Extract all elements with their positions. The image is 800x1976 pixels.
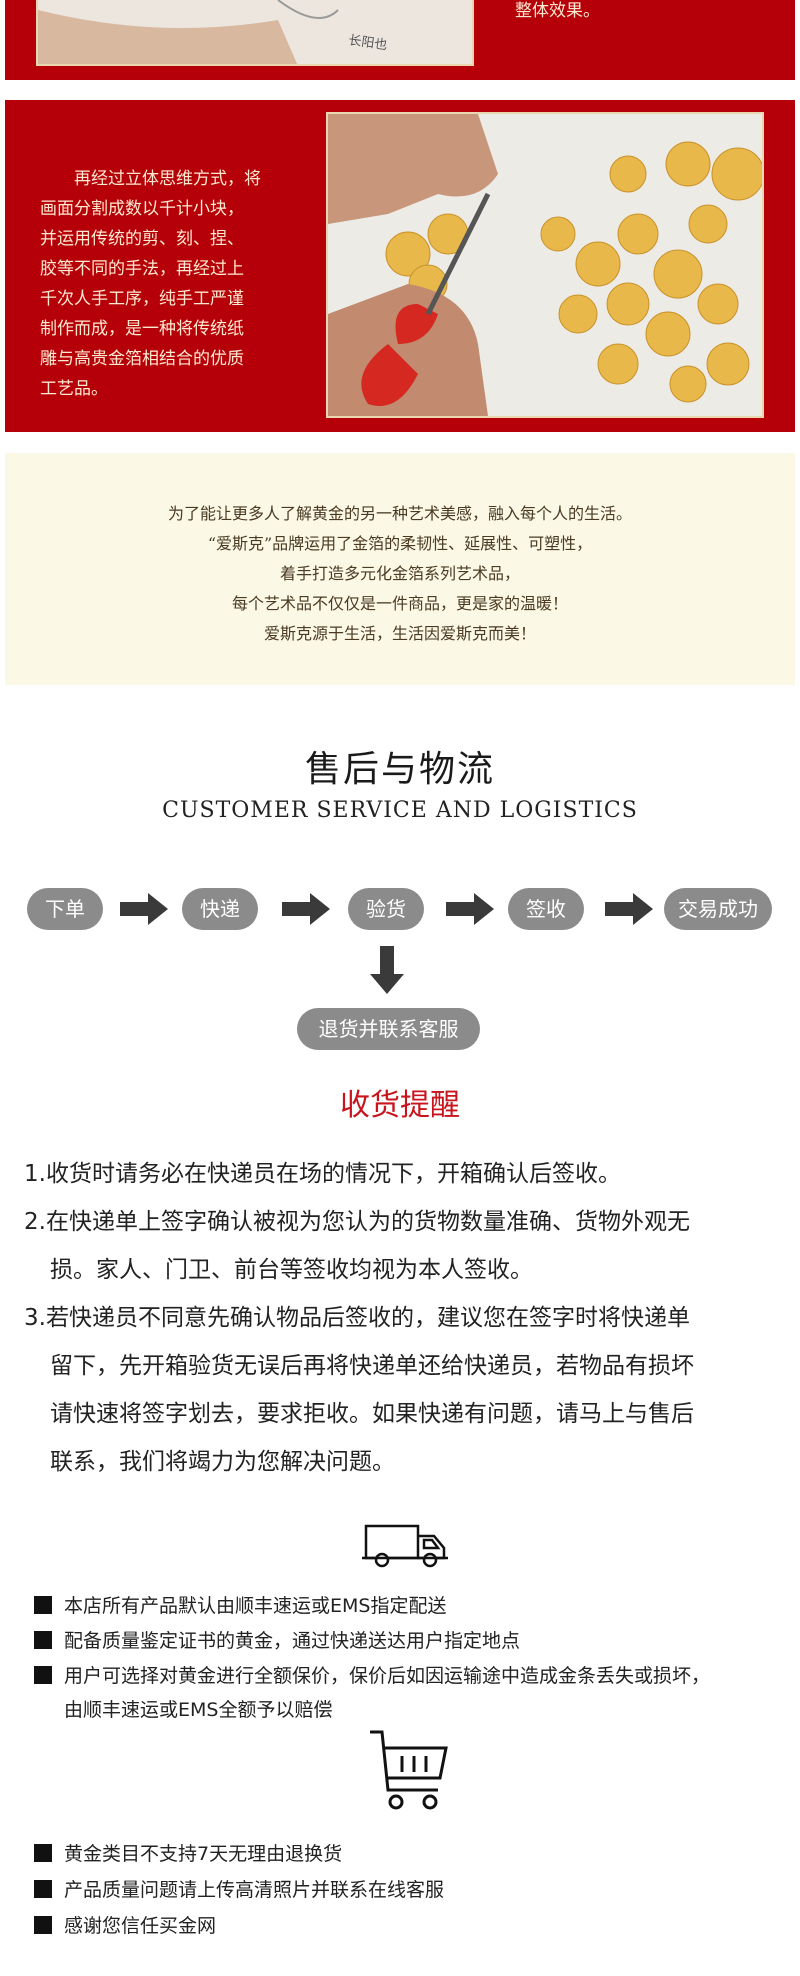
shopping-cart-icon [366,1728,450,1818]
craft-line: 胶等不同的手法，再经过上 [40,259,244,279]
notice-line: 每个艺术品不仅仅是一件商品，更是家的温暖！ [231,594,568,613]
arrow-right-icon [605,893,653,929]
reminder-rules: 1.收货时请务必在快递员在场的情况下，开箱确认后签收。 2.在快递单上签字确认被… [24,1150,784,1486]
shipping-text-cont: 由顺丰速运或EMS全额予以赔偿 [64,1699,333,1721]
square-bullet-icon [34,1631,52,1649]
shipping-text: 配备质量鉴定证书的黄金，通过快递送达用户指定地点 [64,1630,521,1652]
returns-item: 感谢您信任买金网 [34,1909,794,1943]
square-bullet-icon [34,1596,52,1614]
returns-text: 感谢您信任买金网 [64,1915,217,1937]
brand-notice-box [5,453,795,685]
flow-step-order: 下单 [27,888,103,930]
shipping-item: 本店所有产品默认由顺丰速运或EMS指定配送 [34,1589,794,1623]
shipping-text: 本店所有产品默认由顺丰速运或EMS指定配送 [64,1595,447,1617]
returns-item: 黄金类目不支持7天无理由退换货 [34,1837,794,1871]
returns-item: 产品质量问题请上传高清照片并联系在线客服 [34,1873,794,1907]
returns-text: 黄金类目不支持7天无理由退换货 [64,1843,343,1865]
flow-step-inspect: 验货 [348,888,424,930]
craft-description: 再经过立体思维方式，将 画面分割成数以千计小块， 并运用传统的剪、刻、捏、 胶等… [40,164,300,404]
top-panel-text: 整体效果。 [515,1,600,21]
flow-step-success: 交易成功 [664,888,772,930]
brand-notice-text: 为了能让更多人了解黄金的另一种艺术美感，融入每个人的生活。 “爱斯克”品牌运用了… [5,499,795,649]
notice-line: 着手打造多元化金箔系列艺术品， [279,564,520,583]
flow-step-sign: 签收 [508,888,584,930]
section-title: 售后与物流 [304,749,495,790]
rule-line: 3.若快递员不同意先确认物品后签收的，建议您在签字时将快递单 [24,1305,690,1331]
craft-line: 制作而成，是一种将传统纸 [40,319,244,339]
arrow-right-icon [282,893,330,929]
rule-line: 损。家人、门卫、前台等签收均视为本人签收。 [50,1257,533,1283]
shipping-text: 用户可选择对黄金进行全额保价，保价后如因运输途中造成金条丢失或损坏， [64,1665,711,1687]
rule-line: 留下，先开箱验货无误后再将快递单还给快递员，若物品有损坏 [50,1353,694,1379]
top-artwork-photo: 长阳也 [36,0,474,66]
craft-line: 千次人手工序，纯手工严谨 [40,289,244,309]
rule-line: 请快速将签字划去，要求拒收。如果快递有问题，请马上与售后 [50,1401,694,1427]
gold-leaf-image [328,114,762,416]
shipping-item: 用户可选择对黄金进行全额保价，保价后如因运输途中造成金条丢失或损坏， 由顺丰速运… [34,1659,794,1727]
section-subtitle: CUSTOMER SERVICE AND LOGISTICS [162,798,638,823]
truck-icon [362,1518,448,1572]
craft-line: 并运用传统的剪、刻、捏、 [40,229,244,249]
hand-sketch-image: 长阳也 [38,0,472,64]
reminder-title: 收货提醒 [340,1088,460,1123]
flow-step-express: 快递 [182,888,258,930]
square-bullet-icon [34,1916,52,1934]
notice-line: 为了能让更多人了解黄金的另一种艺术美感，融入每个人的生活。 [167,504,632,523]
craft-line: 工艺品。 [40,379,108,399]
craft-line: 再经过立体思维方式，将 [74,169,261,189]
flow-step-return: 退货并联系客服 [297,1008,480,1050]
rule-line: 2.在快递单上签字确认被视为您认为的货物数量准确、货物外观无 [24,1209,690,1235]
square-bullet-icon [34,1666,52,1684]
notice-line: “爱斯克”品牌运用了金箔的柔韧性、延展性、可塑性， [207,534,593,553]
square-bullet-icon [34,1844,52,1862]
craft-line: 雕与高贵金箔相结合的优质 [40,349,244,369]
craft-line: 画面分割成数以千计小块， [40,199,244,219]
returns-text: 产品质量问题请上传高清照片并联系在线客服 [64,1879,445,1901]
signature-text: 长阳也 [347,33,388,53]
arrow-down-icon [370,946,404,998]
square-bullet-icon [34,1880,52,1898]
rule-line: 1.收货时请务必在快递员在场的情况下，开箱确认后签收。 [24,1161,621,1187]
rule-line: 联系，我们将竭力为您解决问题。 [50,1449,395,1475]
shipping-item: 配备质量鉴定证书的黄金，通过快递送达用户指定地点 [34,1624,794,1658]
arrow-right-icon [446,893,494,929]
gold-leaf-cutting-photo [326,112,764,418]
notice-line: 爱斯克源于生活，生活因爱斯克而美！ [263,624,536,643]
arrow-right-icon [120,893,168,929]
